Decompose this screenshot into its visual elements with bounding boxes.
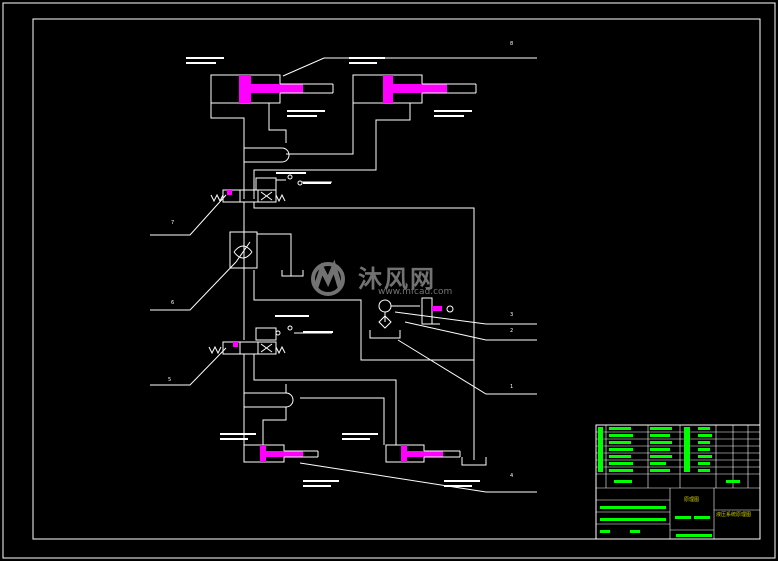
callout-1: 1 (510, 384, 513, 390)
inner-frame (32, 18, 761, 540)
leader-line (150, 347, 227, 386)
leader-line (394, 311, 537, 325)
directional-valve-top (210, 174, 332, 203)
pipe (253, 202, 475, 460)
callout-2: 2 (510, 328, 513, 334)
pump-unit (369, 297, 454, 339)
callout-3: 3 (510, 312, 513, 318)
leader-line (282, 57, 537, 77)
watermark-logo-icon (311, 259, 345, 296)
cylinder-top-right (352, 74, 477, 104)
pipe (210, 103, 245, 199)
watermark-brand: 沐风网 (358, 265, 436, 293)
leader-line (404, 321, 537, 341)
leader-line (150, 194, 227, 236)
pipe (286, 103, 354, 155)
pipe (244, 392, 294, 408)
pipe (281, 270, 304, 277)
pipe (268, 103, 287, 143)
leader-line (397, 339, 537, 395)
pipe (253, 103, 411, 199)
drawing-title: 液压系统原理图 (716, 511, 751, 518)
flow-control-valve (229, 231, 258, 269)
callout-5: 5 (168, 377, 171, 383)
tank-line (461, 457, 487, 466)
pipe (244, 147, 290, 163)
directional-valve-bottom (208, 325, 332, 355)
cylinder-top-left (210, 74, 334, 104)
title-block: 原理图 液压系统原理图 (595, 424, 761, 540)
pipe (253, 354, 397, 445)
pipe (262, 407, 287, 445)
watermark: 沐风网 www.mfcad.com (304, 255, 474, 305)
leader-line (299, 462, 537, 493)
callout-8: 8 (510, 41, 513, 47)
callout-4: 4 (510, 473, 513, 479)
cylinder-bottom-right (385, 444, 461, 463)
dimension-labels (186, 57, 480, 487)
watermark-url: www.mfcad.com (378, 287, 453, 297)
drawing-label: 原理图 (684, 497, 699, 503)
cylinder-bottom-left (243, 444, 319, 463)
callout-6: 6 (171, 300, 174, 306)
callout-7: 7 (171, 220, 174, 226)
pipe (257, 233, 292, 277)
pipe (253, 270, 474, 361)
leader-line (150, 261, 237, 311)
pipe (300, 397, 385, 445)
